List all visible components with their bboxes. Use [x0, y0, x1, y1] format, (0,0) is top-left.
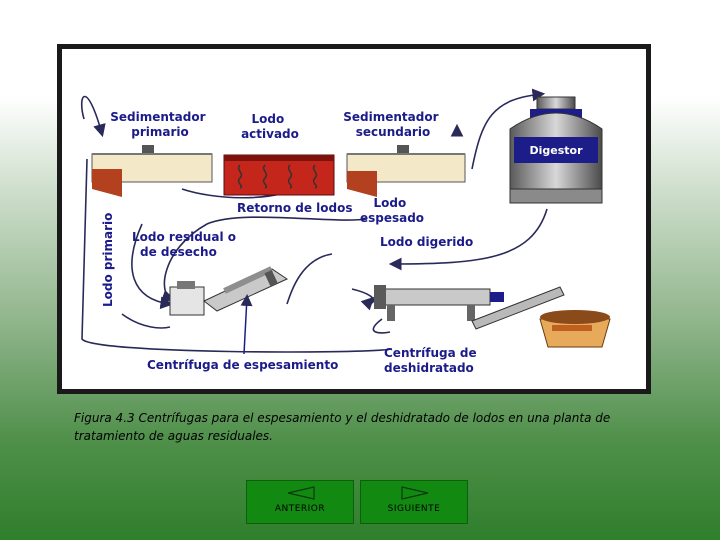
triangle-right-icon [401, 486, 429, 500]
secondary-clarifier [346, 145, 466, 197]
label-secondary-clarifier: Sedimentador secundario [343, 110, 442, 139]
process-diagram-frame: Sedimentador primario Lodo activado Sedi… [57, 44, 651, 394]
label-sludge-return: Retorno de lodos [237, 201, 352, 215]
label-primary-sludge: Lodo primario [101, 213, 115, 307]
label-digested-sludge: Lodo digerido [380, 235, 473, 249]
next-button-label: SIGUIENTE [387, 504, 441, 514]
thickening-centrifuge [169, 266, 289, 316]
previous-button-label: ANTERIOR [274, 504, 326, 514]
label-activated-sludge: Lodo activado [241, 112, 299, 141]
next-button[interactable]: SIGUIENTE [360, 480, 468, 524]
digester-tank [509, 96, 603, 204]
label-waste-sludge: Lodo residual o de desecho [132, 230, 240, 259]
activated-sludge-basin [223, 154, 335, 196]
sludge-process-diagram: Sedimentador primario Lodo activado Sedi… [62, 49, 646, 389]
flow-lines [80, 88, 548, 353]
label-primary-clarifier: Sedimentador primario [110, 110, 209, 139]
sludge-cake-bin [539, 310, 611, 348]
label-dewatering-centrifuge: Centrífuga de deshidratado [384, 346, 481, 375]
label-thickened-sludge: Lodo espesado [360, 196, 424, 225]
figure-caption: Figura 4.3 Centrífugas para el espesamie… [74, 411, 611, 443]
previous-button[interactable]: ANTERIOR [246, 480, 354, 524]
dewatering-centrifuge [374, 285, 565, 330]
label-digester: Digestor [529, 144, 583, 157]
primary-clarifier [91, 145, 213, 197]
label-thickening-centrifuge: Centrífuga de espesamiento [147, 358, 338, 372]
triangle-left-icon [287, 486, 315, 500]
